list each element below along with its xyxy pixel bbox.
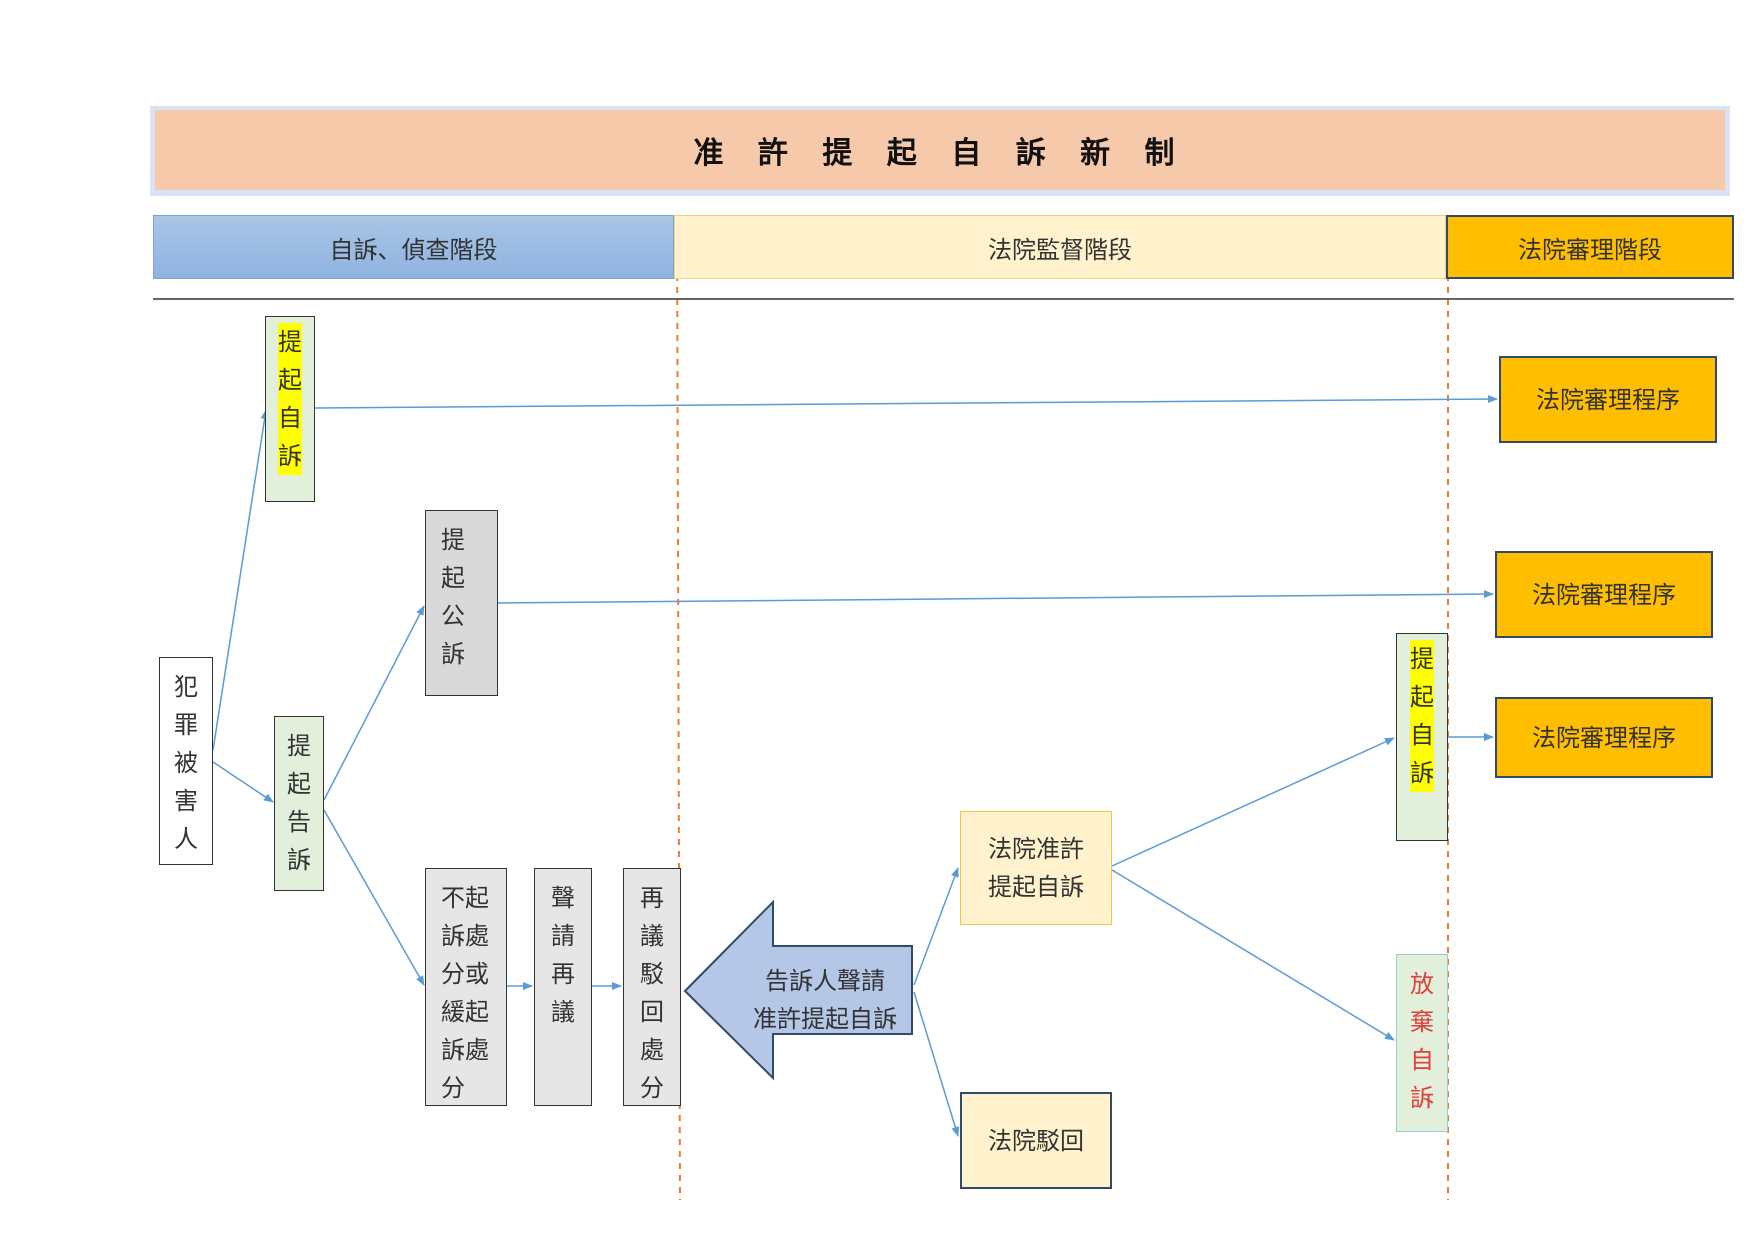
link-victim-to-complaint xyxy=(212,761,274,803)
link-permit-to-abandon xyxy=(1111,869,1395,1041)
node-text: 訴 xyxy=(1410,754,1434,792)
node-text: 起 xyxy=(287,770,311,798)
node-text: 告 xyxy=(287,808,311,836)
node-text: 告訴人聲請 xyxy=(765,967,885,995)
node-text: 害 xyxy=(174,787,198,815)
link-private-to-court xyxy=(314,395,1498,409)
node-text: 被 xyxy=(174,749,198,777)
node-text: 再 xyxy=(640,884,664,912)
link-permit-to-private xyxy=(1111,737,1395,867)
node-petition-reconsideration: 聲 請 再 議 xyxy=(534,868,592,1106)
stage-investigation: 自訴、偵查階段 xyxy=(153,215,674,279)
node-file-complaint: 提 起 告 訴 xyxy=(274,716,324,891)
node-non-prosecution: 不起 訴處 分或 緩起 訴處 分 xyxy=(425,868,507,1106)
node-text: 分 xyxy=(441,1074,465,1102)
link-public-to-court xyxy=(497,590,1494,604)
node-court-procedure-2: 法院審理程序 xyxy=(1495,551,1713,638)
node-text: 准許提起自訴 xyxy=(753,1005,897,1033)
node-text: 分或 xyxy=(441,960,489,988)
node-crime-victim: 犯 罪 被 害 人 xyxy=(159,657,213,865)
link-victim-to-private xyxy=(212,409,269,751)
node-abandon-private-prosecution: 放 棄 自 訴 xyxy=(1396,954,1448,1132)
node-text: 提起自訴 xyxy=(988,873,1084,901)
node-text: 議 xyxy=(640,922,664,950)
node-court-procedure-3: 法院審理程序 xyxy=(1495,697,1713,778)
node-text: 再 xyxy=(551,960,575,988)
link-arrow-to-permit xyxy=(913,867,959,986)
node-text: 訴處 xyxy=(441,1036,489,1064)
node-public-prosecution: 提 起 公 訴 xyxy=(425,510,498,696)
link-arrow-to-reject xyxy=(913,991,960,1137)
node-court-permits: 法院准許 提起自訴 xyxy=(960,811,1112,925)
node-text: 起 xyxy=(441,564,465,592)
node-text: 不起 xyxy=(441,884,489,912)
node-text: 駁 xyxy=(640,960,664,988)
node-text: 自 xyxy=(1410,716,1434,754)
node-text: 自 xyxy=(278,399,302,437)
node-text: 棄 xyxy=(1410,1008,1434,1036)
node-court-rejects: 法院駁回 xyxy=(960,1092,1112,1189)
node-text: 放 xyxy=(1410,970,1434,998)
node-text: 訴處 xyxy=(441,922,489,950)
node-text: 處 xyxy=(640,1036,664,1064)
link-complaint-to-nonpros xyxy=(323,809,425,986)
node-text: 自 xyxy=(1410,1046,1434,1074)
header-divider xyxy=(153,298,1734,300)
node-reconsideration-dismissed: 再 議 駁 回 處 分 xyxy=(623,868,681,1106)
stage-trial: 法院審理階段 xyxy=(1446,215,1734,279)
node-text: 人 xyxy=(174,825,198,853)
node-text: 訴 xyxy=(441,640,465,668)
node-text: 訴 xyxy=(287,846,311,874)
node-text: 提 xyxy=(441,526,465,554)
node-text: 犯 xyxy=(174,673,198,701)
node-text: 提 xyxy=(287,732,311,760)
title-banner: 准 許 提 起 自 訴 新 制 xyxy=(155,110,1725,190)
node-text: 提 xyxy=(1410,640,1434,678)
node-text: 緩起 xyxy=(441,998,489,1026)
node-complainant-petition: 告訴人聲請 准許提起自訴 xyxy=(740,955,910,1045)
stage-supervision: 法院監督階段 xyxy=(674,215,1446,279)
node-text: 聲 xyxy=(551,884,575,912)
node-text: 請 xyxy=(551,922,575,950)
node-file-private-prosecution-2: 提 起 自 訴 xyxy=(1396,633,1448,841)
node-text: 起 xyxy=(1410,678,1434,716)
node-text: 訴 xyxy=(1410,1084,1434,1112)
node-court-procedure-1: 法院審理程序 xyxy=(1499,356,1717,443)
node-text: 訴 xyxy=(278,437,302,475)
node-file-private-prosecution: 提 起 自 訴 xyxy=(265,316,315,502)
node-text: 起 xyxy=(278,361,302,399)
link-complaint-to-public xyxy=(323,605,425,801)
node-text: 分 xyxy=(640,1074,664,1102)
node-text: 提 xyxy=(278,323,302,361)
node-text: 公 xyxy=(441,602,465,630)
node-text: 回 xyxy=(640,998,664,1026)
node-text: 罪 xyxy=(174,711,198,739)
node-text: 議 xyxy=(551,998,575,1026)
petition-block-arrow xyxy=(683,899,913,1081)
node-text: 法院准許 xyxy=(988,835,1084,863)
